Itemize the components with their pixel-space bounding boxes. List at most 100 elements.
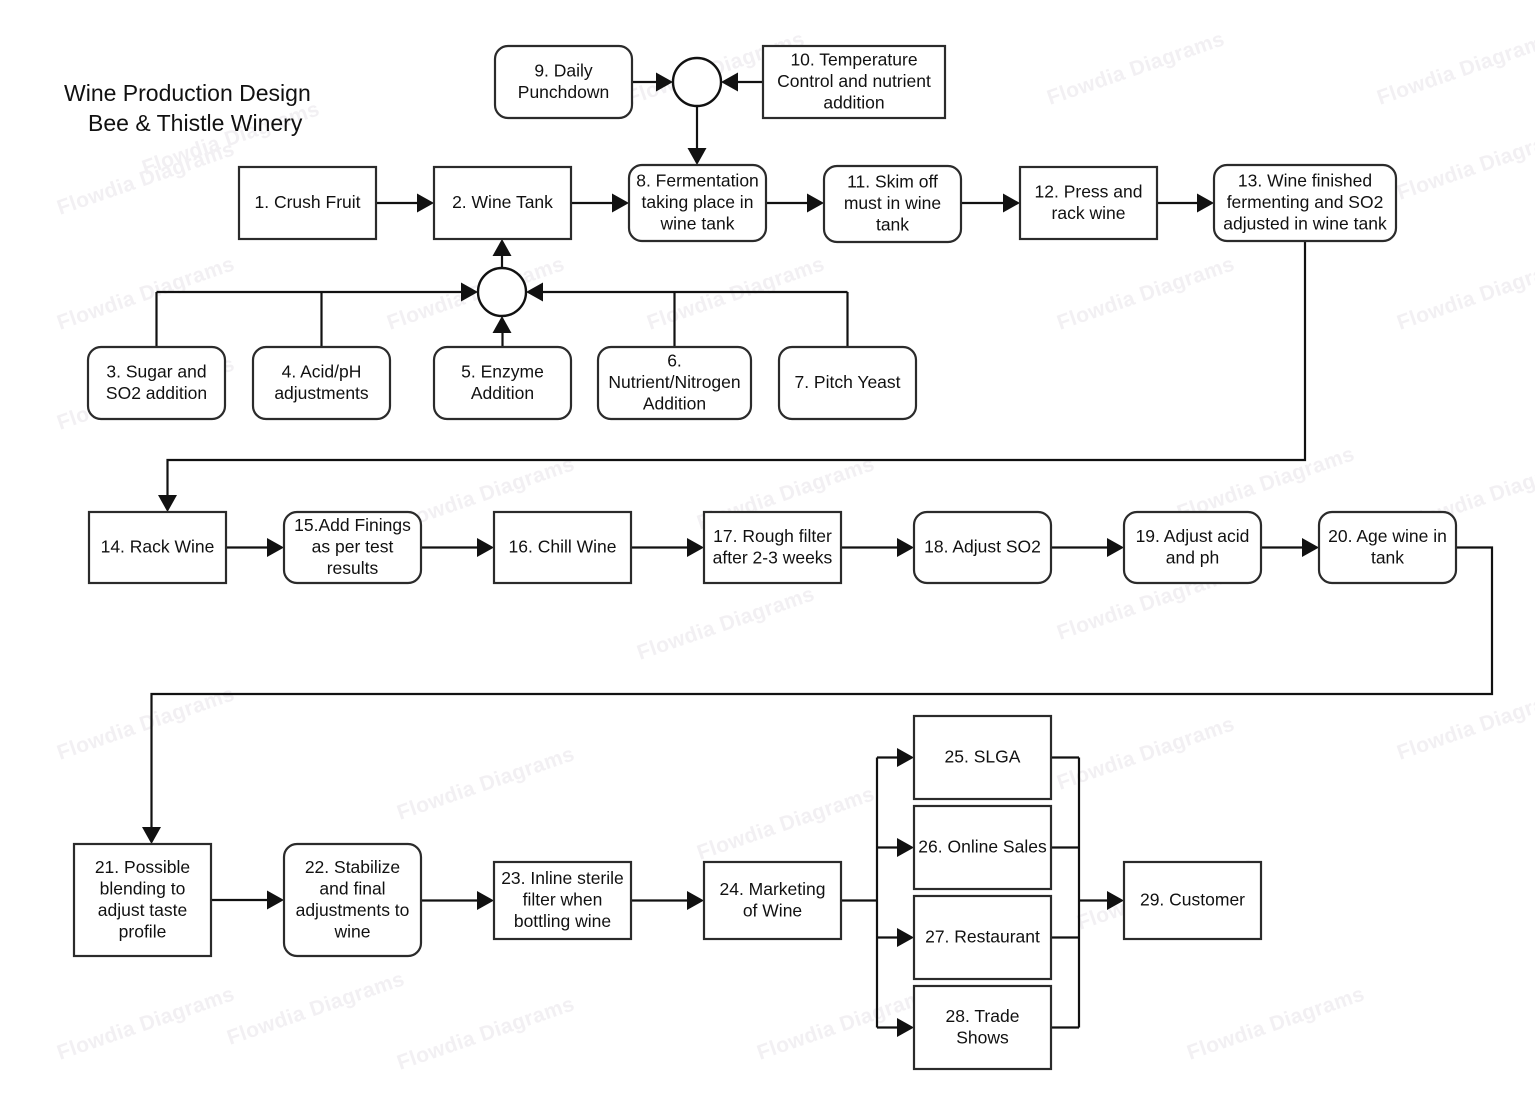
node-27[interactable]: 27. Restaurant [912,894,1053,981]
node-7[interactable]: 7. Pitch Yeast [777,345,918,421]
arrowhead-20-21 [142,827,161,844]
node-box-14[interactable] [87,510,228,585]
node-box-27[interactable] [912,894,1053,981]
node-label-25: 25. SLGA [945,746,1021,766]
node-box-18[interactable] [912,510,1053,585]
diagram-title: Wine Production Design Bee & Thistle Win… [64,80,311,136]
arrowhead-24-27 [897,928,914,947]
arrowhead-rightbus [526,282,543,302]
node-box-20[interactable] [1317,510,1458,585]
node-box-15[interactable] [282,510,423,585]
node-box-2[interactable] [432,165,573,241]
arrowhead-10-jtop [721,72,738,92]
arrowhead-2-8 [612,193,629,213]
edge-layer [142,72,1494,1037]
node-box-8[interactable] [627,163,768,243]
node-box-11[interactable] [822,164,963,244]
junction-j-additives [476,266,528,318]
node-1[interactable]: 1. Crush Fruit [237,165,378,241]
node-box-19[interactable] [1122,510,1263,585]
node-label-26: 26. Online Sales [918,836,1047,856]
arrowhead-8-11 [807,193,824,213]
node-box-25[interactable] [912,714,1053,801]
watermark-text: Flowdia Diagrams [754,982,937,1064]
node-16[interactable]: 16. Chill Wine [492,510,633,585]
node-box-4[interactable] [251,345,392,421]
arrowhead-24-25 [897,748,914,767]
node-box-26[interactable] [912,804,1053,891]
watermark-text: Flowdia Diagrams [1394,252,1535,334]
node-label-16: 16. Chill Wine [509,536,617,556]
node-box-16[interactable] [492,510,633,585]
arrowhead-1-2 [417,193,434,213]
node-box-13[interactable] [1212,163,1398,243]
arrowhead-24-26 [897,838,914,857]
node-box-1[interactable] [237,165,378,241]
node-2[interactable]: 2. Wine Tank [432,165,573,241]
node-box-29[interactable] [1122,860,1263,941]
node-26[interactable]: 26. Online Sales [912,804,1053,891]
node-box-9[interactable] [493,44,634,120]
node-box-23[interactable] [492,860,633,941]
title-line-1: Wine Production Design [64,80,311,106]
arrowhead-14-15 [267,538,284,557]
arrowhead-21-22 [267,890,284,910]
arrowhead-12-13 [1197,193,1214,213]
arrowhead-24-28 [897,1018,914,1037]
node-box-24[interactable] [702,860,843,941]
node-box-5[interactable] [432,345,573,421]
node-14[interactable]: 14. Rack Wine [87,510,228,585]
node-box-7[interactable] [777,345,918,421]
watermark-text: Flowdia Diagrams [394,992,577,1074]
arrowhead-11-12 [1003,193,1020,213]
watermark-text: Flowdia Diagrams [224,967,407,1049]
node-label-1: 1. Crush Fruit [255,192,361,212]
watermark-text: Flowdia Diagrams [694,782,877,864]
node-box-10[interactable] [761,44,947,120]
node-box-12[interactable] [1018,165,1159,241]
node-box-22[interactable] [282,842,423,958]
node-18[interactable]: 18. Adjust SO2 [912,510,1053,585]
node-box-17[interactable] [702,510,843,585]
title-line-2: Bee & Thistle Winery [88,110,303,136]
node-25[interactable]: 25. SLGA [912,714,1053,801]
node-box-6[interactable] [596,345,753,421]
arrowhead-15-16 [477,538,494,557]
arrowhead-merge-29 [1107,891,1124,910]
arrowhead-jtop-8 [687,148,707,165]
node-box-21[interactable] [72,842,213,958]
watermark-text: Flowdia Diagrams [1184,982,1367,1064]
node-box-3[interactable] [86,345,227,421]
watermark-text: Flowdia Diagrams [1054,252,1237,334]
node-29[interactable]: 29. Customer [1122,860,1263,941]
node-box-28[interactable] [912,984,1053,1071]
